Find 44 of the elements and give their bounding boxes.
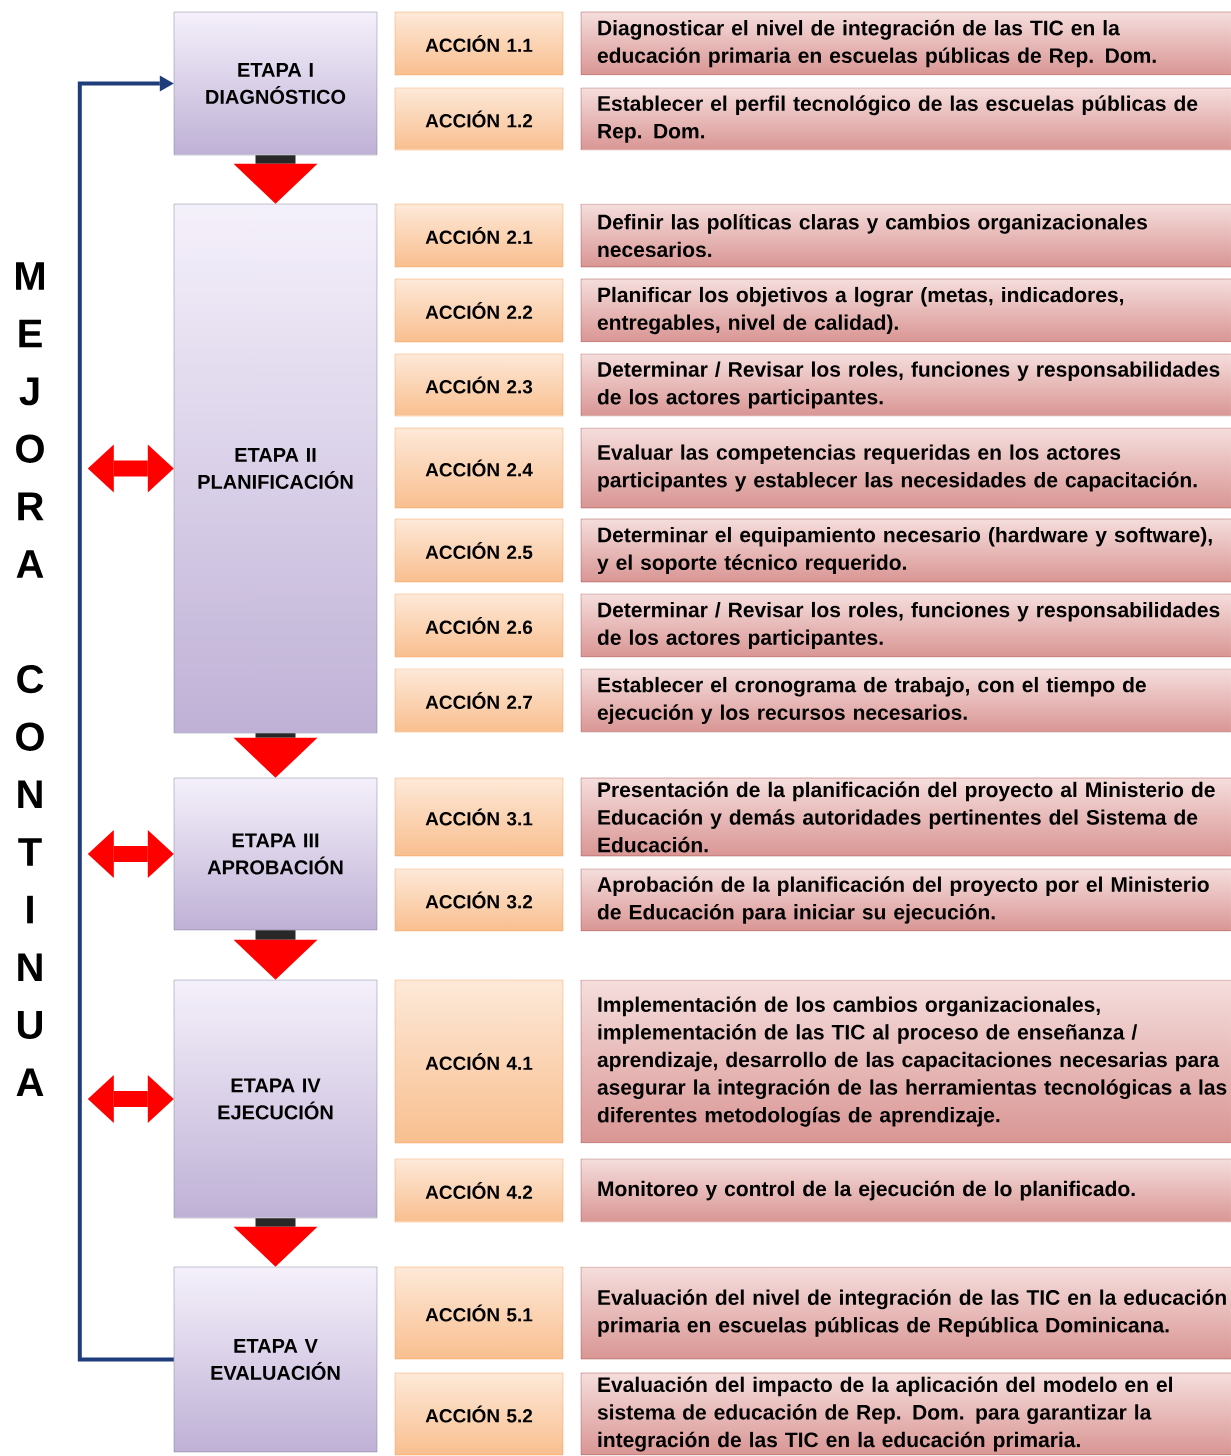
feedback-arrow — [77, 75, 174, 1362]
stage-box: ETAPA III APROBACIÓN — [173, 777, 378, 931]
description-box: Implementación de los cambios organizacionales, implementación de las TIC al proceso de enseñanza / aprendizaje, desarrollo de las capacitaciones necesarias para asegurar la integración de las herramientas tecnológicas a las diferentes metodologías de aprendizaje. — [580, 979, 1231, 1144]
stage-box: ETAPA II PLANIFICACIÓN — [173, 203, 378, 734]
action-box: ACCIÓN 2.1 — [394, 203, 564, 268]
description-box: Evaluación del nivel de integración de las TIC en la educación primaria en escuelas públicas de República Dominicana. — [580, 1266, 1231, 1360]
description-box: Establecer el perfil tecnológico de las escuelas públicas de Rep. Dom. — [580, 87, 1231, 151]
action-box: ACCIÓN 2.3 — [394, 353, 564, 417]
description-box: Determinar / Revisar los roles, funciones y responsabilidades de los actores participantes. — [580, 353, 1231, 417]
double-arrow — [87, 1075, 174, 1123]
description-box: Aprobación de la planificación del proyecto por el Ministerio de Educación para iniciar su ejecución. — [580, 868, 1231, 932]
action-box: ACCIÓN 2.4 — [394, 427, 564, 509]
description-box: Planificar los objetivos a lograr (metas, indicadores, entregables, nivel de calidad). — [580, 278, 1231, 343]
double-arrow — [87, 444, 174, 493]
action-box: ACCIÓN 2.5 — [394, 518, 564, 583]
action-box: ACCIÓN 2.6 — [394, 593, 564, 658]
description-box: Diagnosticar el nivel de integración de las TIC en la educación primaria en escuelas públicas de Rep. Dom. — [580, 11, 1231, 76]
down-arrow — [233, 733, 318, 778]
description-box: Definir las políticas claras y cambios organizacionales necesarios. — [580, 203, 1231, 268]
stage-box: ETAPA V EVALUACIÓN — [173, 1266, 378, 1453]
description-box: Establecer el cronograma de trabajo, con el tiempo de ejecución y los recursos necesarios. — [580, 668, 1231, 733]
down-arrow — [233, 930, 318, 980]
vertical-title: MEJORA CONTINUA — [16, 262, 44, 1097]
action-box: ACCIÓN 3.2 — [394, 868, 564, 932]
description-box: Evaluación del impacto de la aplicación del modelo en el sistema de educación de Rep. Dom. para garantizar la integración de las TIC en la educación primaria. — [580, 1372, 1231, 1456]
double-arrow — [87, 830, 174, 878]
description-box: Monitoreo y control de la ejecución de lo planificado. — [580, 1158, 1231, 1223]
action-box: ACCIÓN 5.2 — [394, 1372, 564, 1456]
description-box: Determinar el equipamiento necesario (hardware y software), y el soporte técnico requerido. — [580, 518, 1231, 583]
description-box: Presentación de la planificación del proyecto al Ministerio de Educación y demás autoridades pertinentes del Sistema de Educación. — [580, 777, 1231, 857]
action-box: ACCIÓN 1.2 — [394, 87, 564, 151]
action-box: ACCIÓN 3.1 — [394, 777, 564, 857]
down-arrow — [233, 155, 318, 204]
action-box: ACCIÓN 1.1 — [394, 11, 564, 76]
stage-box: ETAPA I DIAGNÓSTICO — [173, 11, 378, 156]
down-arrow — [233, 1218, 318, 1267]
description-box: Evaluar las competencias requeridas en los actores participantes y establecer las necesidades de capacitación. — [580, 427, 1231, 509]
action-box: ACCIÓN 5.1 — [394, 1266, 564, 1360]
action-box: ACCIÓN 2.7 — [394, 668, 564, 733]
action-box: ACCIÓN 4.2 — [394, 1158, 564, 1223]
action-box: ACCIÓN 2.2 — [394, 278, 564, 343]
stage-box: ETAPA IV EJECUCIÓN — [173, 979, 378, 1219]
action-box: ACCIÓN 4.1 — [394, 979, 564, 1144]
description-box: Determinar / Revisar los roles, funciones y responsabilidades de los actores participantes. — [580, 593, 1231, 658]
